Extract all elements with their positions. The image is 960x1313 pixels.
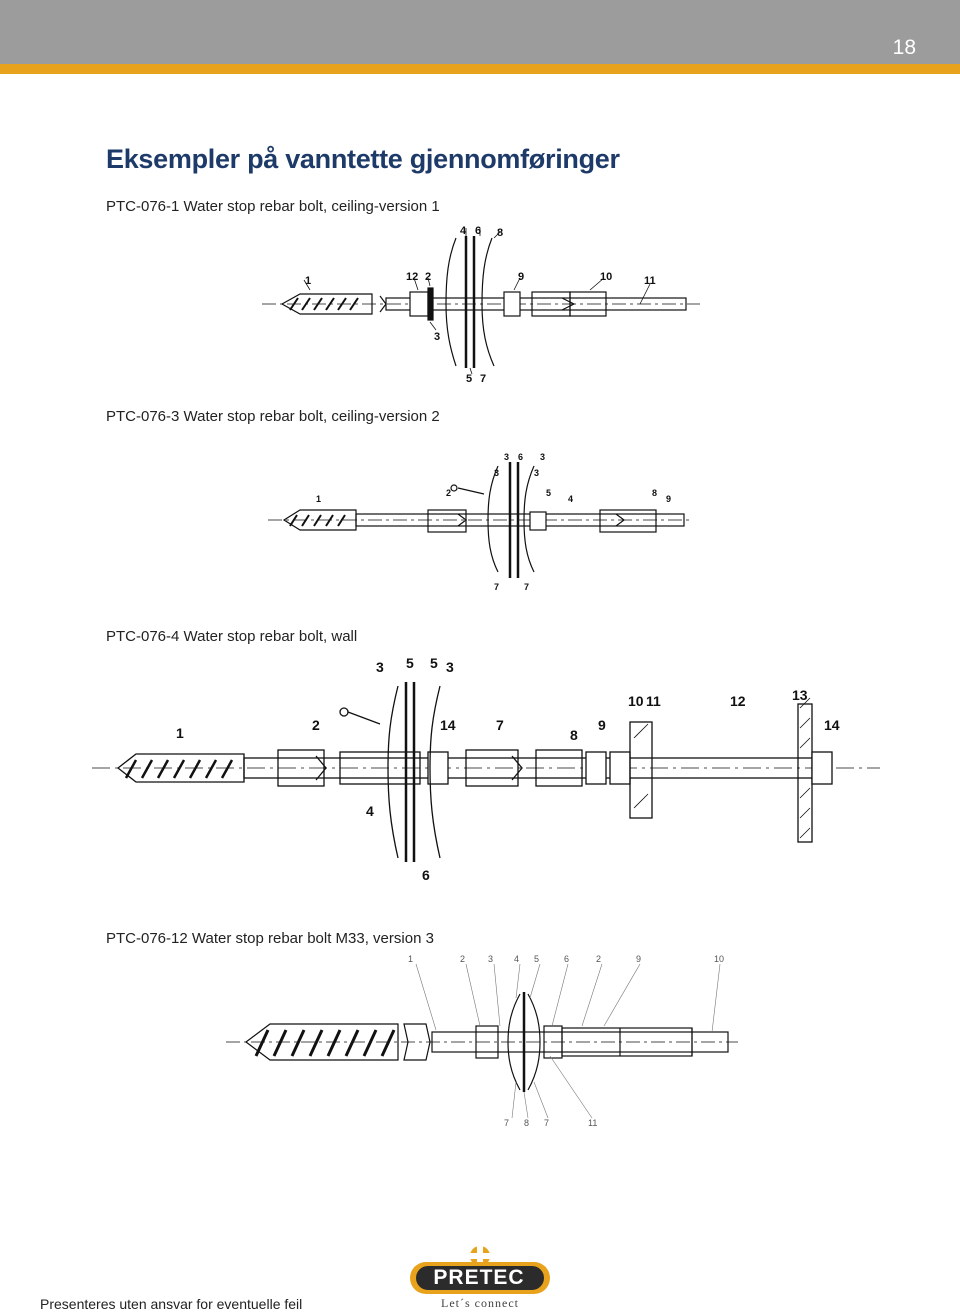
part-label: 9	[518, 271, 524, 283]
part-label: 5	[430, 655, 438, 671]
part-label: 6	[564, 954, 569, 964]
pretec-logo: PRETEC Let´s connect	[400, 1244, 560, 1313]
part-label: 6	[518, 452, 523, 462]
part-label: 4	[568, 494, 573, 504]
part-label: 14	[440, 717, 456, 733]
part-label: 2	[312, 717, 320, 733]
part-label: 7	[524, 582, 529, 592]
part-label: 12	[406, 271, 418, 283]
part-label: 7	[494, 582, 499, 592]
page-number: 18	[892, 36, 916, 59]
part-label: 8	[524, 1118, 529, 1128]
part-label: 1	[316, 494, 321, 504]
caption-ptc-076-12: PTC-076-12 Water stop rebar bolt M33, ve…	[106, 930, 434, 947]
part-label: 9	[598, 717, 606, 733]
part-label: 3	[446, 659, 454, 675]
part-label: 1	[176, 725, 184, 741]
logo-name: PRETEC	[433, 1266, 525, 1289]
part-label: 2	[596, 954, 601, 964]
part-label: 3	[534, 468, 539, 478]
part-label: 4	[460, 225, 467, 237]
part-label: 2	[460, 954, 465, 964]
part-label: 13	[792, 687, 808, 703]
part-label: 1	[305, 275, 311, 287]
part-label: 2	[446, 488, 451, 498]
part-label: 3	[494, 468, 499, 478]
part-label: 12	[730, 693, 746, 709]
part-label: 3	[540, 452, 545, 462]
part-label: 8	[652, 488, 657, 498]
caption-ptc-076-3: PTC-076-3 Water stop rebar bolt, ceiling…	[106, 408, 440, 425]
part-label: 9	[636, 954, 641, 964]
part-label: 5	[546, 488, 551, 498]
part-label: 10	[714, 954, 724, 964]
part-label: 11	[588, 1118, 597, 1128]
header-accent-stripe	[0, 64, 960, 74]
logo-tagline: Let´s connect	[441, 1296, 519, 1310]
part-label: 14	[824, 717, 840, 733]
part-label: 3	[434, 331, 440, 343]
part-label: 10	[628, 693, 644, 709]
logo-mark-icon	[410, 1246, 550, 1294]
part-label: 4	[366, 803, 374, 819]
part-label: 5	[534, 954, 539, 964]
part-label: 7	[480, 373, 486, 385]
part-label: 7	[544, 1118, 549, 1128]
part-label: 10	[600, 271, 612, 283]
part-label: 11	[644, 275, 656, 287]
drawing-ptc-076-4: 3 5 5 3 1 2 14 7 8 9 10 11 12 13 14 4 6	[0, 648, 960, 892]
caption-ptc-076-4: PTC-076-4 Water stop rebar bolt, wall	[106, 628, 358, 645]
part-label: 1	[408, 954, 413, 964]
part-label: 11	[646, 693, 661, 709]
part-label: 6	[475, 225, 481, 237]
caption-ptc-076-1: PTC-076-1 Water stop rebar bolt, ceiling…	[106, 198, 440, 215]
part-label: 8	[497, 227, 503, 239]
part-label: 6	[422, 867, 430, 883]
part-label: 3	[488, 954, 493, 964]
part-label: 3	[504, 452, 509, 462]
part-label: 5	[466, 373, 472, 385]
header-bar	[0, 0, 960, 64]
footer-disclaimer: Presenteres uten ansvar for eventuelle f…	[40, 1296, 303, 1312]
part-label: 3	[376, 659, 384, 675]
drawing-ptc-076-12: 1 2 3 4 5 6 2 9 10 7 8 7 11	[0, 952, 960, 1138]
page-title: Eksempler på vanntette gjennomføringer	[106, 144, 620, 174]
part-label: 2	[425, 271, 431, 283]
part-label: 9	[666, 494, 671, 504]
drawing-ptc-076-1: 4 6 8 1 12 2 9 10 11 3 5 7	[0, 218, 960, 390]
part-label: 5	[406, 655, 414, 671]
part-label: 8	[570, 727, 578, 743]
part-label: 7	[496, 717, 504, 733]
part-label: 7	[504, 1118, 509, 1128]
drawing-ptc-076-3: 3 6 3 3 3 1 2 5 4 8 9 7 7	[0, 444, 960, 604]
part-label: 4	[514, 954, 519, 964]
